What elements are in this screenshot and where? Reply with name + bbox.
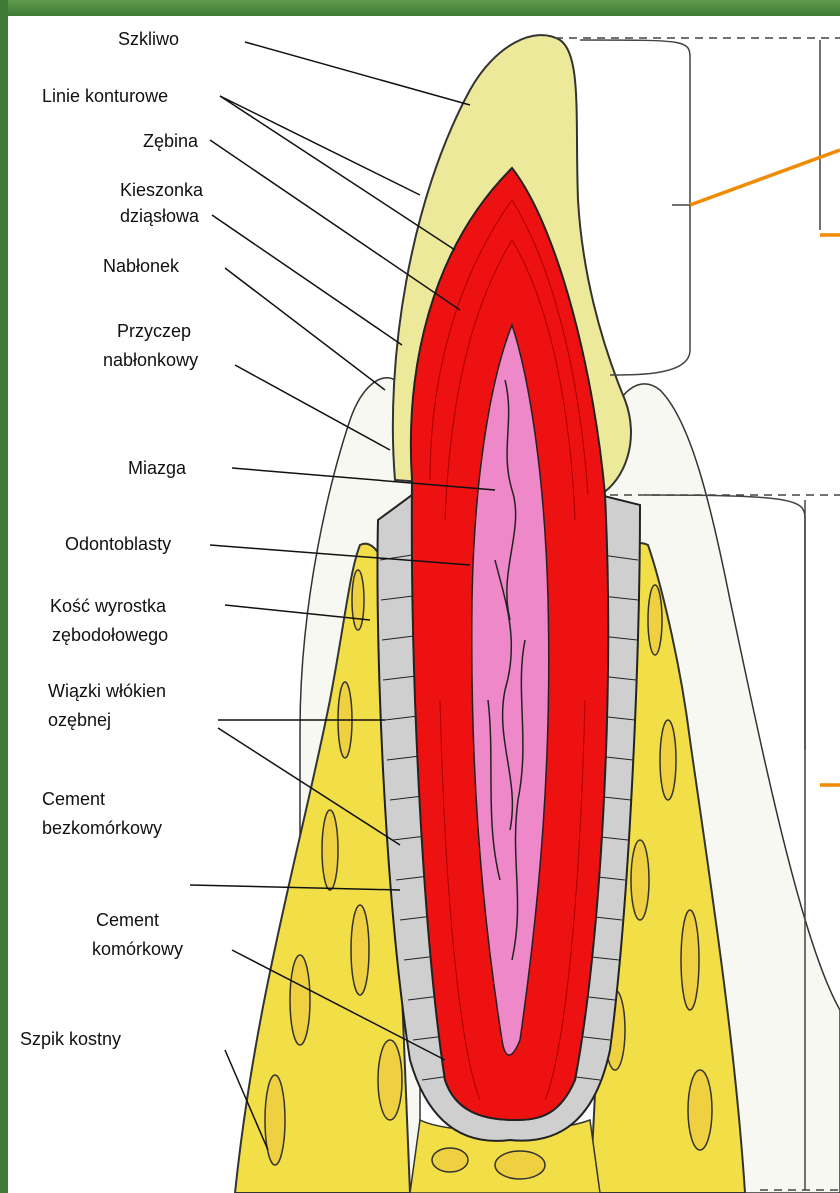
label-cement-kom-1: Cement xyxy=(96,910,159,930)
label-wiazki-1: Wiązki włókien xyxy=(48,681,166,701)
label-szpik-kostny: Szpik kostny xyxy=(20,1029,121,1049)
label-szkliwo: Szkliwo xyxy=(118,29,179,49)
label-miazga: Miazga xyxy=(128,458,187,478)
label-wiazki-2: ozębnej xyxy=(48,710,111,730)
label-kieszonka-1: Kieszonka xyxy=(120,180,204,200)
label-przyczep-1: Przyczep xyxy=(117,321,191,341)
label-cement-bez-1: Cement xyxy=(42,789,105,809)
label-linie-konturowe: Linie konturowe xyxy=(42,86,168,106)
label-zebina: Zębina xyxy=(143,131,199,151)
label-przyczep-2: nabłonkowy xyxy=(103,350,198,370)
label-nablonek: Nabłonek xyxy=(103,256,180,276)
label-cement-kom-2: komórkowy xyxy=(92,939,183,959)
label-cement-bez-2: bezkomórkowy xyxy=(42,818,162,838)
label-kosc-2: zębodołowego xyxy=(52,625,168,645)
label-kosc-1: Kość wyrostka xyxy=(50,596,167,616)
label-odontoblasty: Odontoblasty xyxy=(65,534,171,554)
label-kieszonka-2: dziąsłowa xyxy=(120,206,200,226)
